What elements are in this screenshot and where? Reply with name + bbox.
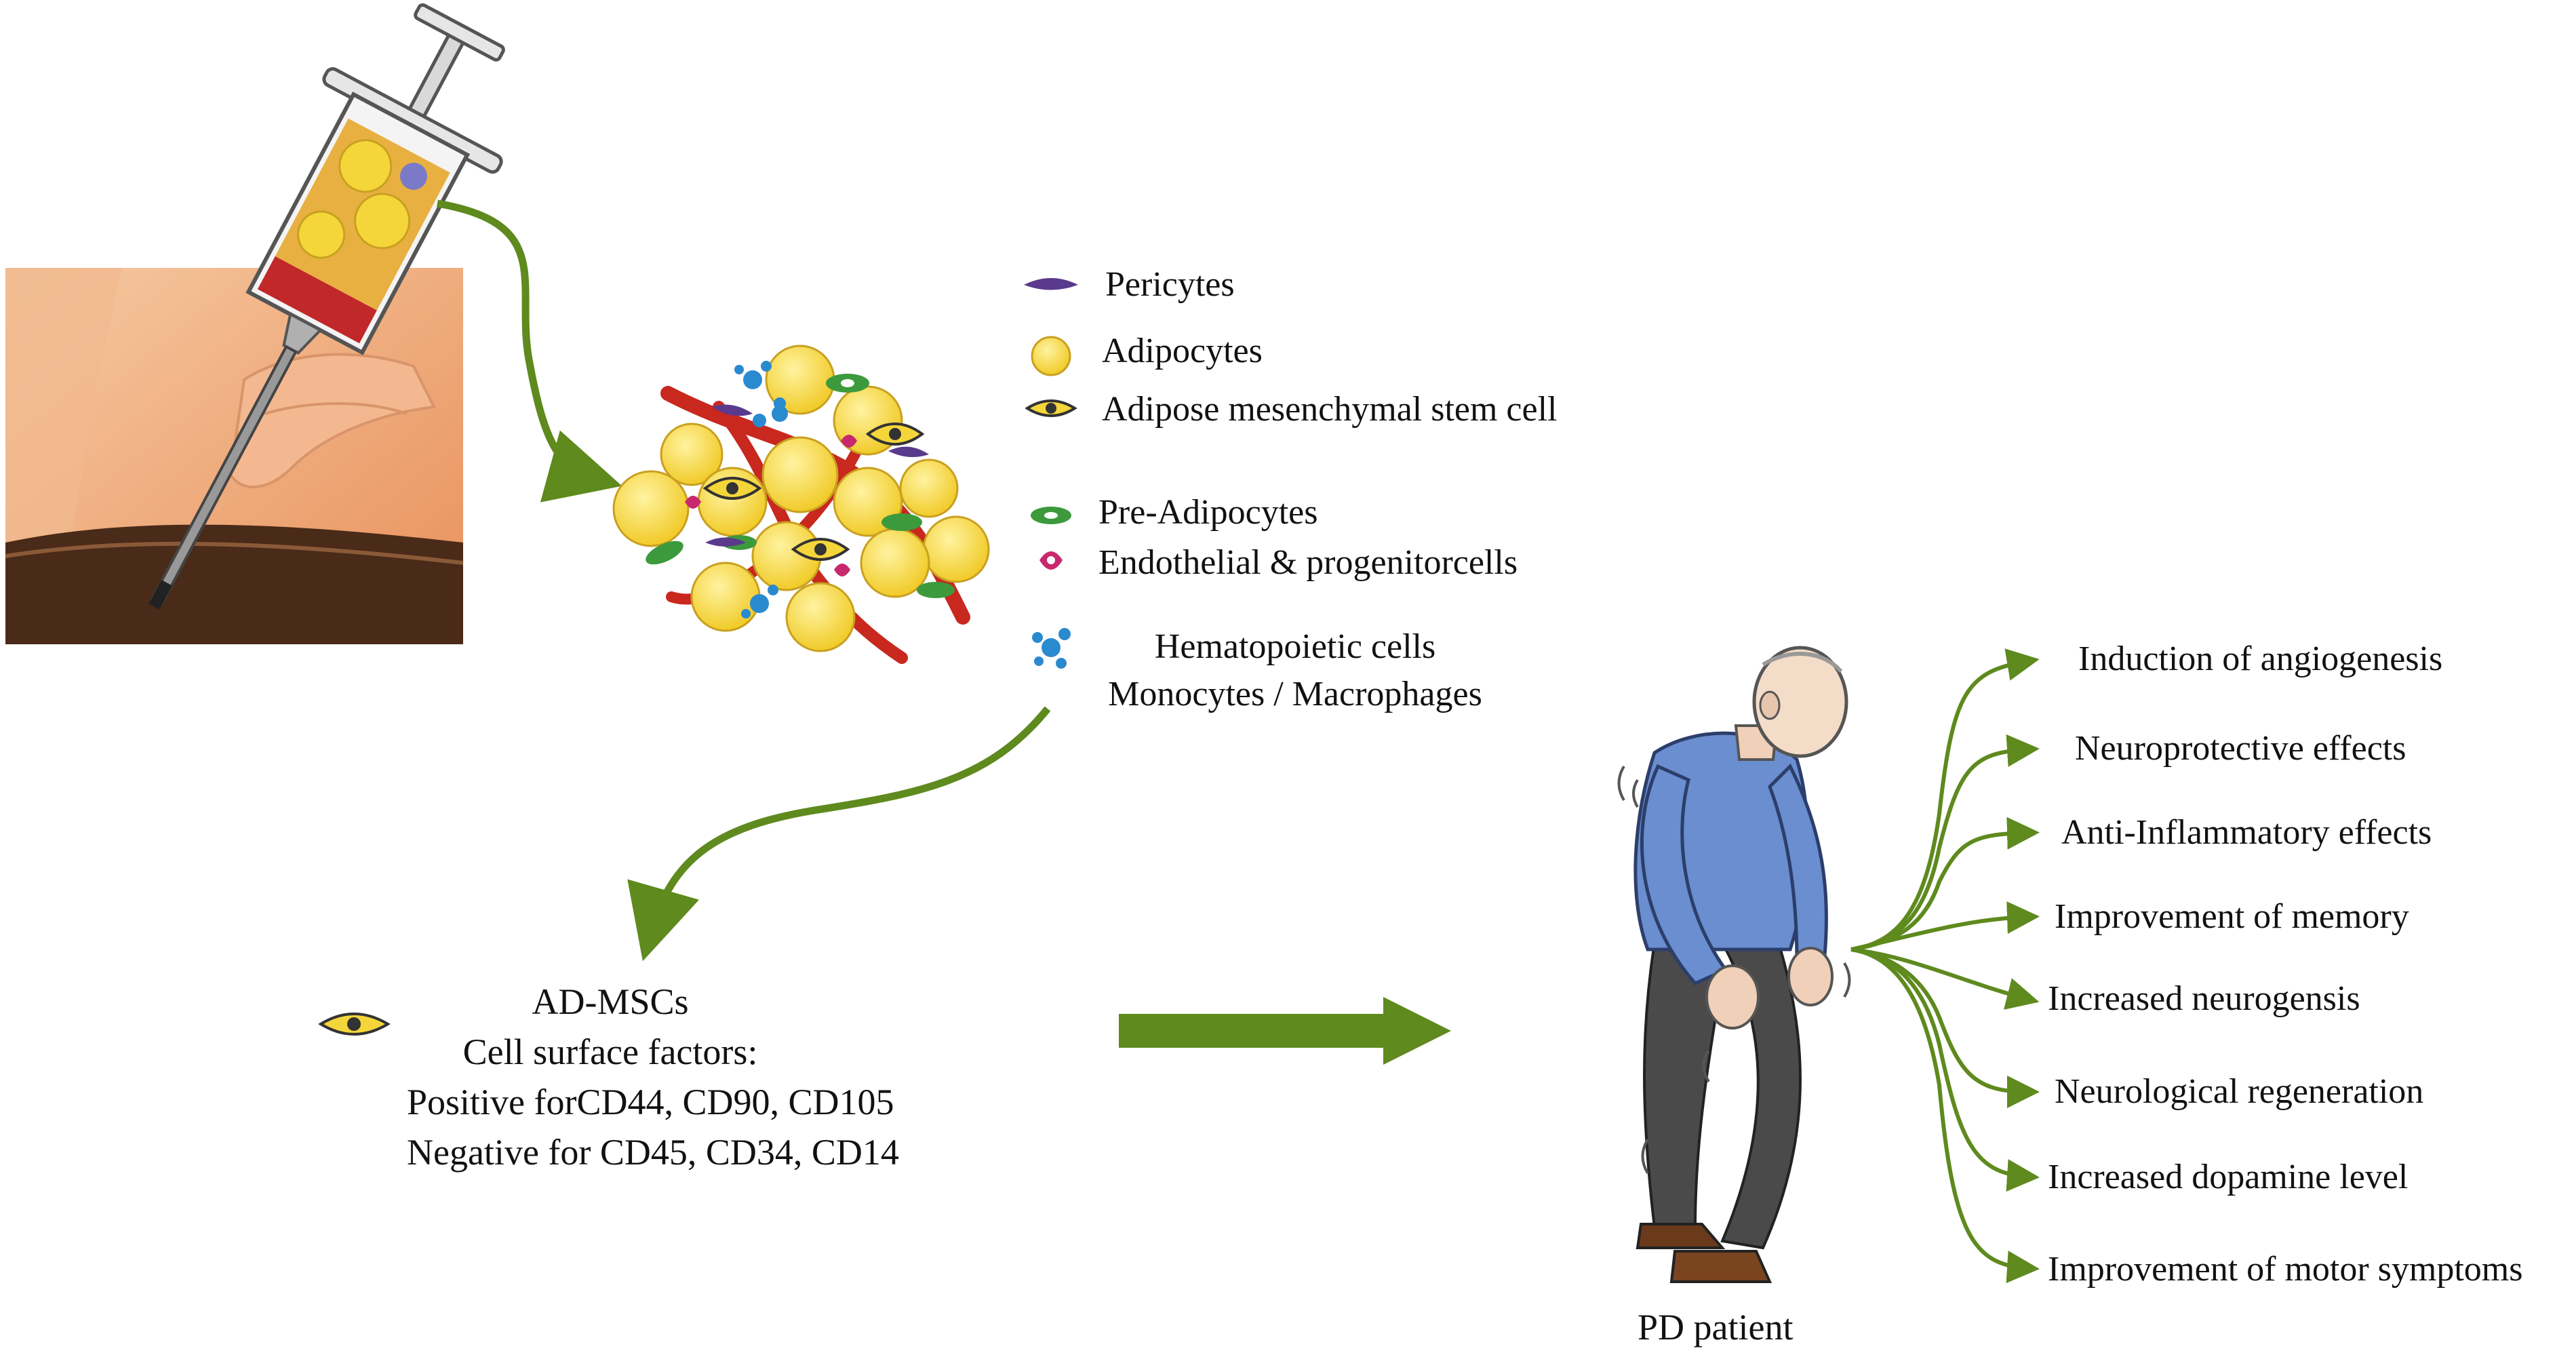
hematopoietic-icon (1032, 628, 1071, 669)
legend-monocytes-label: Monocytes / Macrophages (1108, 675, 1482, 713)
adipose-cell-cluster (612, 345, 990, 664)
pericyte-icon (1024, 278, 1078, 290)
outcome-item: Improvement of memory (2055, 897, 2409, 936)
admsc-title: AD-MSCs (532, 981, 689, 1022)
stem-cell-icon (1025, 399, 1077, 417)
pd-patient-label: PD patient (1638, 1307, 1794, 1348)
legend-pericytes-label: Pericytes (1105, 265, 1235, 304)
outcome-item: Neurological regeneration (2055, 1072, 2424, 1111)
syringe-icon (148, 3, 505, 610)
admsc-negative-markers: Negative for CD45, CD34, CD14 (407, 1132, 899, 1173)
outcome-arrow (1850, 901, 2040, 951)
admsc-stem-cell-icon (318, 1013, 391, 1036)
outcome-item: Induction of angiogenesis (2078, 640, 2443, 678)
legend-stem-cell-label: Adipose mesenchymal stem cell (1102, 390, 1558, 429)
outcome-item: Neuroprotective effects (2075, 729, 2406, 768)
admsc-positive-markers: Positive forCD44, CD90, CD105 (407, 1082, 894, 1122)
pre-adipocyte-icon (1031, 507, 1071, 524)
outcome-item: Increased neurogensis (2048, 979, 2360, 1018)
arrow-admsc-to-patient (1119, 997, 1451, 1065)
legend-hematopoietic-label: Hematopoietic cells (1154, 627, 1436, 666)
endothelial-icon (1039, 551, 1063, 570)
legend-pre-adipocytes-label: Pre-Adipocytes (1098, 493, 1318, 532)
outcome-arrow (1850, 648, 2040, 951)
legend-icons (1024, 278, 1078, 669)
admsc-surface-factors: Cell surface factors: (462, 1032, 758, 1072)
admsc-description: AD-MSCs Cell surface factors: Positive f… (407, 977, 899, 1177)
arrow-syringe-to-cluster (437, 199, 622, 503)
legend-endothelial-label: Endothelial & progenitorcells (1098, 543, 1518, 582)
outcome-item: Anti-Inflammatory effects (2061, 813, 2432, 852)
adipocyte-icon (1031, 336, 1071, 376)
outcome-arrow (1850, 734, 2040, 951)
pd-patient-figure (1617, 646, 1851, 1283)
outcome-arrow (1850, 947, 2040, 1284)
outcome-arrows (1850, 648, 2040, 1284)
outcome-item: Improvement of motor symptoms (2048, 1250, 2523, 1289)
legend-adipocytes-label: Adipocytes (1102, 332, 1263, 370)
arrow-cluster-to-admsc (627, 706, 1051, 962)
liposuction-illustration (5, 268, 464, 644)
outcome-item: Increased dopamine level (2048, 1158, 2409, 1196)
outcome-arrow (1850, 947, 2040, 1192)
